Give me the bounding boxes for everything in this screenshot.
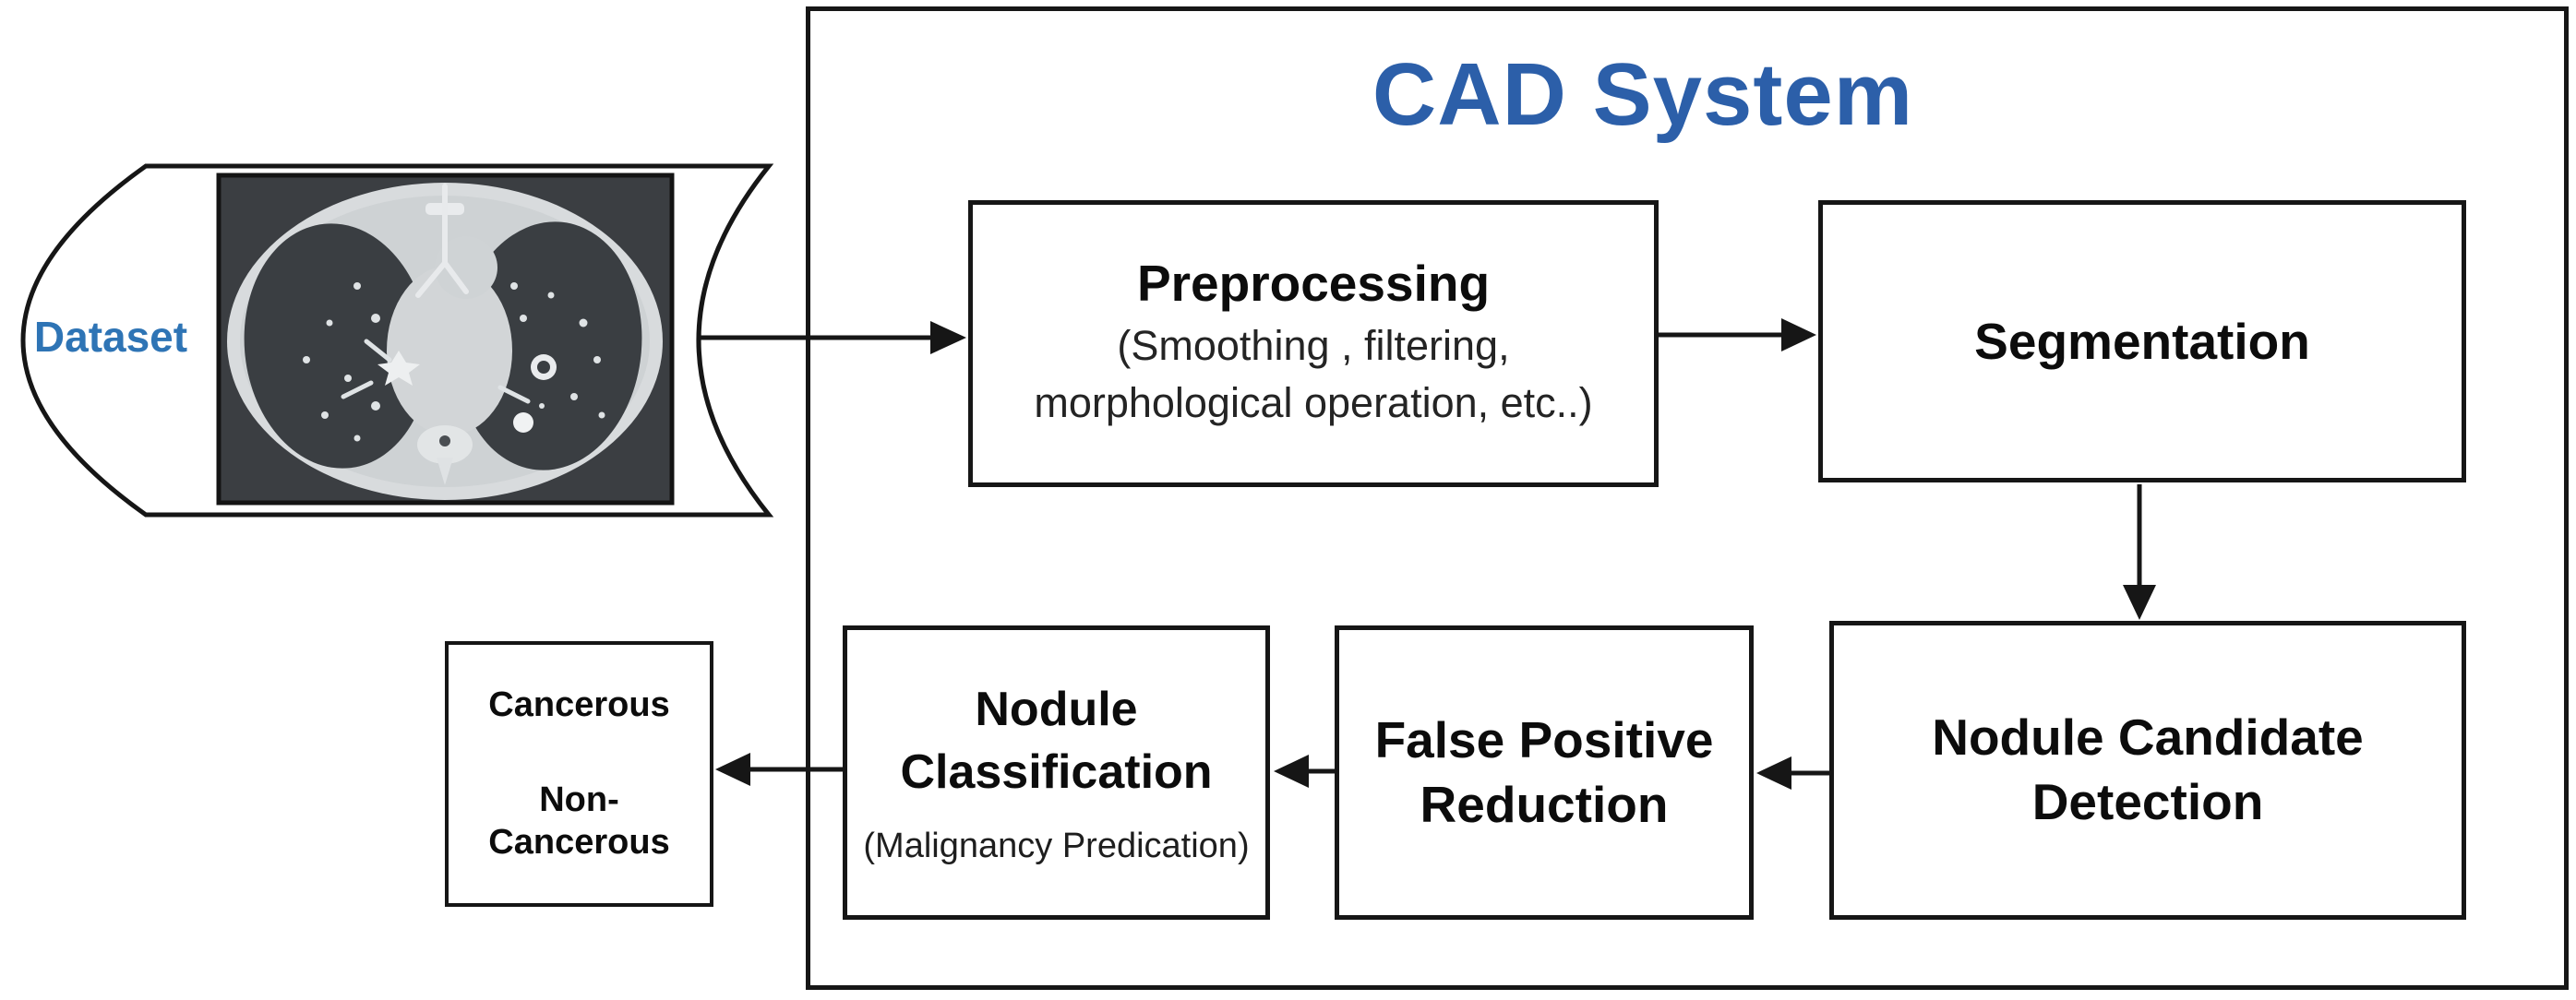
segmentation-title: Segmentation [1974, 313, 2310, 370]
nodule-classification-box: Nodule Classification (Malignancy Predic… [843, 625, 1270, 920]
nodule-candidate-detection-title: Nodule Candidate Detection [1932, 708, 2364, 830]
nodule-classification-subtitle: (Malignancy Predication) [863, 826, 1250, 865]
arrow-segmentation-to-nodule-candidate-detection [2123, 484, 2156, 620]
output-result-non-cancerous: Non- Cancerous [488, 780, 670, 863]
output-result-cancerous: Cancerous [488, 685, 670, 725]
false-positive-reduction-box: False Positive Reduction [1335, 625, 1754, 920]
cad-system-title: CAD System [1372, 45, 1914, 144]
cad-system-container [806, 6, 2569, 990]
preprocessing-title: Preprocessing [1136, 255, 1491, 312]
preprocessing-details: (Smoothing , filtering, morphological op… [1034, 322, 1593, 427]
nodule-candidate-detection-box: Nodule Candidate Detection [1829, 621, 2466, 920]
false-positive-reduction-title: False Positive Reduction [1374, 710, 1714, 833]
arrow-false-positive-reduction-to-nodule-classification [1274, 755, 1335, 788]
ct-scan-image [216, 173, 675, 506]
dataset-label: Dataset [33, 313, 188, 361]
nodule-classification-title: Nodule Classification [900, 683, 1213, 799]
arrow-nodule-candidate-detection-to-false-positive-reduction [1756, 756, 1829, 790]
preprocessing-box: Preprocessing (Smoothing , filtering, mo… [968, 200, 1659, 487]
segmentation-box: Segmentation [1818, 200, 2466, 482]
arrow-nodule-classification-to-output [715, 753, 843, 786]
arrow-dataset-to-preprocessing [699, 321, 966, 354]
output-box: Cancerous Non- Cancerous [445, 641, 713, 907]
arrow-preprocessing-to-segmentation [1659, 318, 1816, 351]
